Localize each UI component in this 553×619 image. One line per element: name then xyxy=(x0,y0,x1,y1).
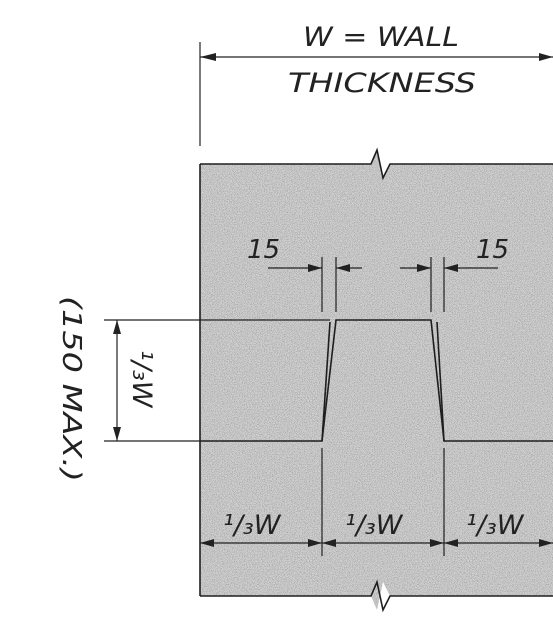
thickness-label-line1: W = WALL xyxy=(303,22,459,53)
concrete-wall-section xyxy=(199,147,553,613)
depth-label: ¹/₃W xyxy=(126,350,157,409)
groove-arrowhead-3 xyxy=(417,264,431,272)
joint-profile xyxy=(200,319,553,442)
thirds-arrowhead-6 xyxy=(539,539,553,547)
groove-width-label-left: 15 xyxy=(247,235,280,265)
bottom-break-line xyxy=(200,579,553,613)
joint-right-return xyxy=(436,321,445,442)
thirds-arrowhead-3 xyxy=(322,539,336,547)
thirds-arrowhead-2 xyxy=(308,539,322,547)
groove-arrowhead-2 xyxy=(336,264,350,272)
depth-max-note: (150 MAX.) xyxy=(56,296,86,482)
third-label-left: ¹/₃W xyxy=(223,510,282,541)
thickness-arrowhead-right xyxy=(539,53,553,61)
third-label-middle: ¹/₃W xyxy=(345,510,404,541)
third-label-right: ¹/₃W xyxy=(466,510,525,541)
wall-thickness-dimension: W = WALL THICKNESS xyxy=(199,22,553,146)
top-break-line xyxy=(200,147,553,181)
thirds-arrowhead-5 xyxy=(444,539,458,547)
depth-arrowhead-top xyxy=(113,320,121,334)
joint-left-return xyxy=(321,321,331,442)
thirds-arrowhead-4 xyxy=(430,539,444,547)
depth-dimension: ¹/₃W (150 MAX.) xyxy=(56,296,330,482)
groove-width-dimensions: 15 15 xyxy=(247,235,509,312)
thickness-arrowhead-left xyxy=(200,53,216,61)
joint-outline xyxy=(200,319,553,442)
groove-arrowhead-4 xyxy=(444,264,458,272)
groove-arrowhead-1 xyxy=(308,264,322,272)
thirds-arrowhead-1 xyxy=(200,539,214,547)
thickness-label-line2: THICKNESS xyxy=(288,68,476,99)
wall-grain xyxy=(200,150,553,610)
depth-arrowhead-bottom xyxy=(113,427,121,441)
thirds-dimension: ¹/₃W ¹/₃W ¹/₃W xyxy=(200,448,553,556)
groove-width-label-right: 15 xyxy=(476,235,509,265)
